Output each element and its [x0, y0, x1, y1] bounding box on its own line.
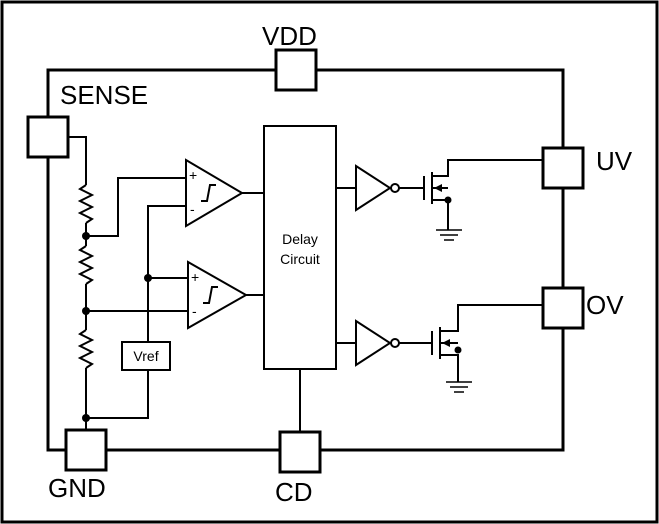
ground-icon: [436, 229, 462, 241]
pin-label-cd: CD: [275, 477, 313, 507]
resistor-2: [77, 245, 95, 285]
inverter-top: [336, 164, 424, 212]
delay-circuit-block: Delay Circuit: [263, 125, 337, 432]
junction-dot: [444, 196, 452, 204]
nmos-top: [423, 159, 543, 241]
pin-label-ov: OV: [586, 290, 624, 320]
delay-circuit-label-line2: Circuit: [280, 251, 320, 267]
resistor-1: [77, 184, 95, 224]
pin-ov: OV: [541, 286, 624, 330]
pin-vdd: VDD: [262, 21, 318, 92]
inverter-bubble: [390, 338, 400, 348]
inverter-bubble: [390, 183, 400, 193]
delay-circuit-label-line1: Delay: [282, 231, 318, 247]
inverter-bottom: [336, 319, 432, 367]
nmos-bottom: [431, 304, 543, 393]
junction-dot: [454, 346, 462, 354]
schmitt-icon: [201, 184, 216, 202]
pin-label-gnd: GND: [48, 473, 106, 503]
comparator-bottom: + -: [86, 260, 264, 330]
pin-label-sense: SENSE: [60, 80, 148, 110]
pin-cd: CD: [275, 430, 322, 507]
pin-label-vdd: VDD: [262, 21, 317, 51]
ground-icon: [446, 381, 472, 393]
comparator-bottom-minus: -: [192, 303, 197, 319]
comparator-top-plus: +: [189, 167, 197, 183]
pin-label-uv: UV: [596, 146, 633, 176]
comparator-bottom-plus: +: [191, 269, 199, 285]
schmitt-icon: [203, 286, 218, 304]
comparator-top-minus: -: [190, 201, 195, 217]
resistor-3: [77, 329, 95, 369]
comparator-top: + -: [86, 158, 264, 278]
vref-block: Vref: [86, 278, 171, 419]
pin-uv: UV: [541, 146, 633, 190]
vref-label: Vref: [133, 348, 158, 364]
